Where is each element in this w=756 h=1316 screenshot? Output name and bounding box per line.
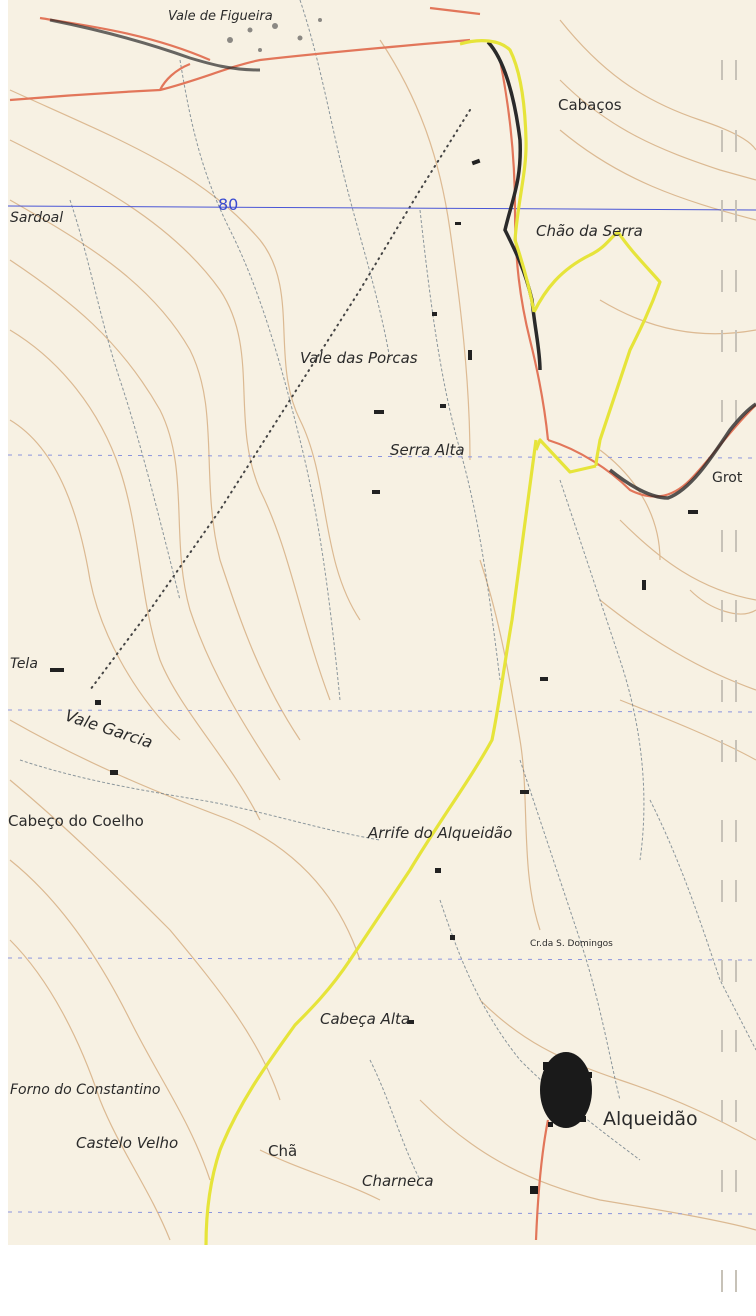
- place-label-castelo-velho: Castelo Velho: [76, 1134, 178, 1152]
- place-label-tela: Tela: [10, 656, 38, 672]
- map-sheet: [8, 0, 756, 1245]
- road-casing-east: [608, 402, 756, 500]
- place-label-alqueidao: Alqueidão: [603, 1108, 698, 1130]
- village-alqueidao: [530, 1052, 592, 1194]
- grid-number-label: 80: [218, 195, 238, 214]
- sheet-edge-marks: [721, 60, 737, 1292]
- place-label-cha: Chã: [268, 1142, 297, 1160]
- place-label-serra-alta: Serra Alta: [390, 441, 465, 459]
- place-label-forno-do-constantino: Forno do Constantino: [10, 1082, 160, 1098]
- place-label-cabacos: Cabaços: [558, 96, 622, 114]
- place-label-sardoal: Sardoal: [10, 210, 63, 226]
- place-label-vale-de-figueira: Vale de Figueira: [168, 9, 273, 24]
- place-label-chao-da-serra: Chão da Serra: [536, 222, 643, 240]
- grid-ticks: [7, 454, 756, 1215]
- stream-lines: [19, 0, 756, 1181]
- place-label-vale-das-porcas: Vale das Porcas: [300, 349, 418, 367]
- building-symbols: [50, 158, 698, 1024]
- place-label-charneca: Charneca: [362, 1172, 434, 1190]
- grid-lines: [7, 205, 756, 211]
- place-label-grot: Grot: [712, 470, 743, 486]
- road-casing: [486, 40, 542, 371]
- place-label-cr-sao-domingos: Cr.da S. Domingos: [530, 939, 613, 949]
- place-label-cabeco-do-coelho: Cabeço do Coelho: [8, 812, 144, 830]
- highlighted-route: [204, 39, 662, 1246]
- road-village-west: [49, 18, 261, 72]
- place-label-arrife-do-alqueidao: Arrife do Alqueidão: [367, 824, 512, 842]
- village-vale-de-figueira: [227, 18, 322, 52]
- power-line: [89, 109, 471, 691]
- place-label-cabeca-alta: Cabeça Alta: [320, 1010, 410, 1028]
